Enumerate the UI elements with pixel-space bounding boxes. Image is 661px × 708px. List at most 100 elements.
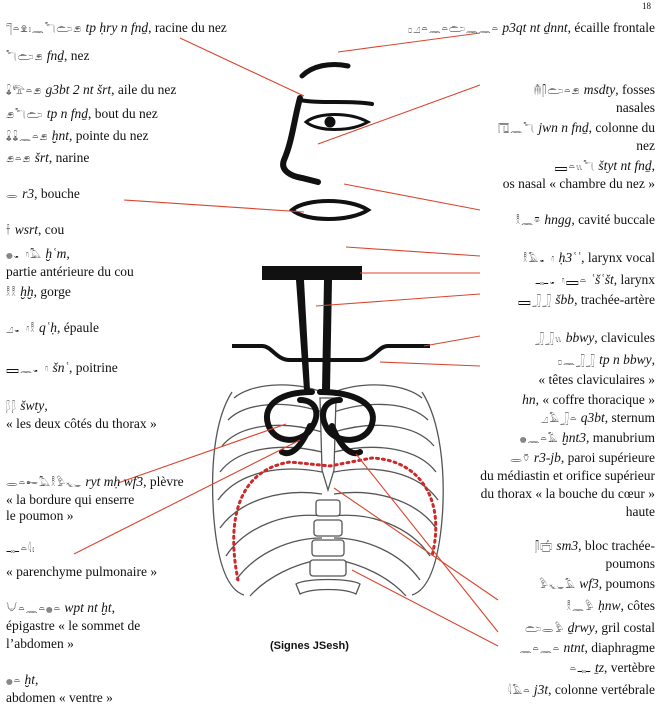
hieroglyph-icon: 𓇋𓄿𓏏: [507, 686, 531, 697]
hieroglyph-icon: 𓆓𓂧𓂉: [6, 52, 44, 63]
hieroglyph-icon: 𓂧𓂋𓅱: [525, 624, 565, 635]
hieroglyph-icon: 𓈙𓃀𓃀: [517, 296, 552, 307]
description: , trachée-artère: [574, 292, 655, 307]
label-text: du thorax « la bouche du cœur »: [480, 486, 655, 501]
leader-lines: [73, 32, 499, 647]
description: , colonne vertébrale: [548, 682, 655, 697]
left-label-l15b: « parenchyme pulmonaire »: [6, 564, 157, 580]
transliteration: bbwy: [565, 330, 595, 345]
left-label-l16c: l’abdomen »: [6, 636, 74, 652]
description: , diaphragme: [584, 640, 655, 655]
transliteration: ḥnw: [597, 598, 621, 613]
label-text: « têtes claviculaires »: [538, 372, 655, 387]
transliteration: šwty: [20, 398, 45, 413]
transliteration: wpt nt ḫt: [64, 600, 112, 615]
right-label-r8: 𓈙𓃀𓃀 šbb, trachée-artère: [518, 292, 655, 310]
right-label-r6: 𓎛𓄿𓂝 ḥ3ʿʿ, larynx vocal: [523, 250, 655, 268]
label-text: « la bordure qui enserre: [6, 492, 135, 507]
figure-caption: (Signes JSesh): [270, 640, 349, 652]
hieroglyph-icon: 𓎛𓄿𓂝: [522, 254, 556, 265]
right-label-r10: 𓊪𓈖𓃀𓃀 tp n bbwy,: [558, 352, 655, 370]
right-label-r14d: haute: [626, 504, 655, 520]
left-label-l2: 𓆓𓂧𓂉 fnḏ, nez: [6, 48, 90, 66]
right-label-r19: 𓈖𓏏𓈖𓏏 ntnt, diaphragme: [520, 640, 655, 658]
right-label-r4: 𓈙𓏏𓏭𓆓 štyt nt fnḏ,: [555, 158, 655, 176]
transliteration: ṯz: [595, 660, 605, 675]
transliteration: hn: [522, 392, 536, 407]
transliteration: šbb: [555, 292, 575, 307]
description: , larynx: [613, 272, 655, 287]
transliteration: šnʿ: [52, 360, 69, 375]
description: , côtes: [620, 598, 656, 613]
transliteration: fnḏ: [46, 48, 65, 63]
hieroglyph-icon: 𓊪𓈖𓃀𓃀: [557, 356, 596, 367]
right-label-r4b: os nasal « chambre du nez »: [503, 176, 655, 192]
left-label-l3: 𓏇𓅟𓏏𓂉 g3bt 2 nt šrt, aile du nez: [6, 82, 176, 100]
transliteration: wf3: [579, 576, 599, 591]
left-label-l16b: épigastre « le sommet de: [6, 618, 140, 634]
transliteration: p3qt nt ḏnnt: [502, 20, 568, 35]
hieroglyph-icon: 𓐍𓂝𓅓: [6, 250, 42, 261]
hieroglyph-icon: 𓎛𓎛: [6, 288, 17, 299]
right-label-r11: hn, « coffre thoracique »: [522, 392, 655, 410]
face-hieroglyph: [280, 61, 374, 221]
right-label-r17: 𓎛𓈖𓅱 ḥnw, côtes: [567, 598, 655, 616]
right-label-r10b: « têtes claviculaires »: [538, 372, 655, 388]
right-label-r16: 𓅱𓆑𓄿 wf3, poumons: [539, 576, 655, 594]
transliteration: ḥ3ʿʿ: [558, 250, 582, 265]
right-label-r14: 𓂋𓄣 r3-jb, paroi supérieure: [510, 450, 655, 468]
description: , gorge: [33, 284, 71, 299]
label-text: nez: [636, 138, 655, 153]
description: ,: [34, 672, 39, 687]
clavicles-hieroglyph: [232, 344, 430, 362]
description: , poumons: [598, 576, 655, 591]
label-text: épigastre « le sommet de: [6, 618, 141, 633]
description: , cavité buccale: [571, 212, 655, 227]
transliteration: qʿḥ: [39, 320, 58, 335]
right-label-r3: 𓉔𓈖𓆓 jwn n fnḏ, colonne du: [498, 120, 655, 138]
hieroglyph-icon: 𓂋𓄣: [510, 454, 531, 465]
description: , gril costal: [594, 620, 655, 635]
pleura-dotted-line: [232, 456, 438, 582]
label-text: abdomen « ventre »: [6, 690, 113, 705]
hieroglyph-icon: 𓊹𓏏𓁷𓏤𓈖𓆓𓂧𓂉: [6, 24, 83, 35]
description: , épaule: [57, 320, 100, 335]
description: , clavicules: [594, 330, 655, 345]
hieroglyph-icon: 𓊪𓈎𓏏𓈖𓏏𓂧𓈖𓈖𓏏: [408, 24, 500, 35]
label-text: partie antérieure du cou: [6, 264, 134, 279]
label-text: l’abdomen »: [6, 636, 74, 651]
left-label-l16: 𓄋𓏏𓈖𓏏𓐍𓏏 wpt nt ḫt,: [6, 600, 115, 618]
transliteration: ryt mḥ wf3: [85, 474, 144, 489]
right-label-r15: 𓋴𓐠 sm3, bloc trachée-: [535, 538, 655, 556]
hieroglyph-icon: 𓈖𓏏𓈖𓏏: [519, 644, 561, 655]
transliteration: r3: [22, 186, 35, 201]
hieroglyph-icon: 𓐍𓏏: [6, 676, 22, 687]
transliteration: ḫḫ: [20, 284, 34, 299]
description: ,: [44, 398, 48, 413]
left-label-l17b: abdomen « ventre »: [6, 690, 113, 706]
hieroglyph-icon: 𓈙𓈖𓂝: [6, 364, 50, 375]
right-label-r9: 𓃀𓃀𓏭 bbwy, clavicules: [535, 330, 655, 348]
left-label-l8: 𓌂 wsrt, cou: [6, 222, 64, 240]
transliteration: ʿšʿšt: [590, 272, 614, 287]
right-label-r3b: nez: [636, 138, 655, 154]
page-number: 18: [642, 1, 651, 11]
description: , cou: [37, 222, 65, 237]
transliteration: ntnt: [563, 640, 585, 655]
transliteration: g3bt 2 nt šrt: [45, 82, 112, 97]
description: , colonne du: [588, 120, 655, 135]
left-label-l6: 𓂉𓏏𓂉 šrt, narine: [6, 150, 89, 168]
trachea-hieroglyph: [262, 266, 362, 390]
description: ,: [651, 352, 655, 367]
right-label-r15b: poumons: [605, 556, 655, 572]
hieroglyph-icon: 𓂉𓆓𓂧: [6, 110, 44, 121]
transliteration: jwn n fnḏ: [538, 120, 589, 135]
left-label-l14: 𓂋𓏏𓄡𓅓𓎛𓅱𓆑 ryt mḥ wf3, plèvre: [6, 474, 184, 492]
right-label-r13: 𓐍𓈖𓏏𓄿 ḫnt3, manubrium: [520, 430, 655, 448]
transliteration: msdty: [583, 82, 616, 97]
description: , sternum: [604, 410, 655, 425]
left-label-l1: 𓊹𓏏𓁷𓏤𓈖𓆓𓂧𓂉 tp ḥry n fnḏ, racine du nez: [6, 20, 227, 38]
description: , larynx vocal: [581, 250, 655, 265]
label-text: le poumon »: [6, 508, 74, 523]
ribcage-drawing: [211, 384, 444, 597]
